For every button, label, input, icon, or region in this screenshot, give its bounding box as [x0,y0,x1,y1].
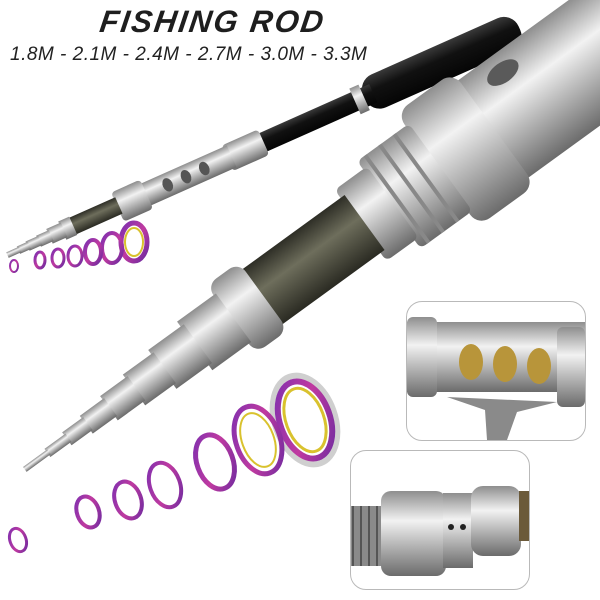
upper-rod [6,16,522,258]
reel-seat-illustration [407,317,585,440]
reel-seat-detail-inset [406,301,586,441]
end-cap-detail-inset [350,450,530,590]
main-guide-rings [7,372,341,554]
product-title: FISHING ROD [97,4,328,39]
upper-guide-rings [9,220,150,273]
end-cap-illustration [351,486,529,576]
size-options: 1.8M - 2.1M - 2.4M - 2.7M - 3.0M - 3.3M [10,44,368,65]
main-rod [23,0,600,472]
